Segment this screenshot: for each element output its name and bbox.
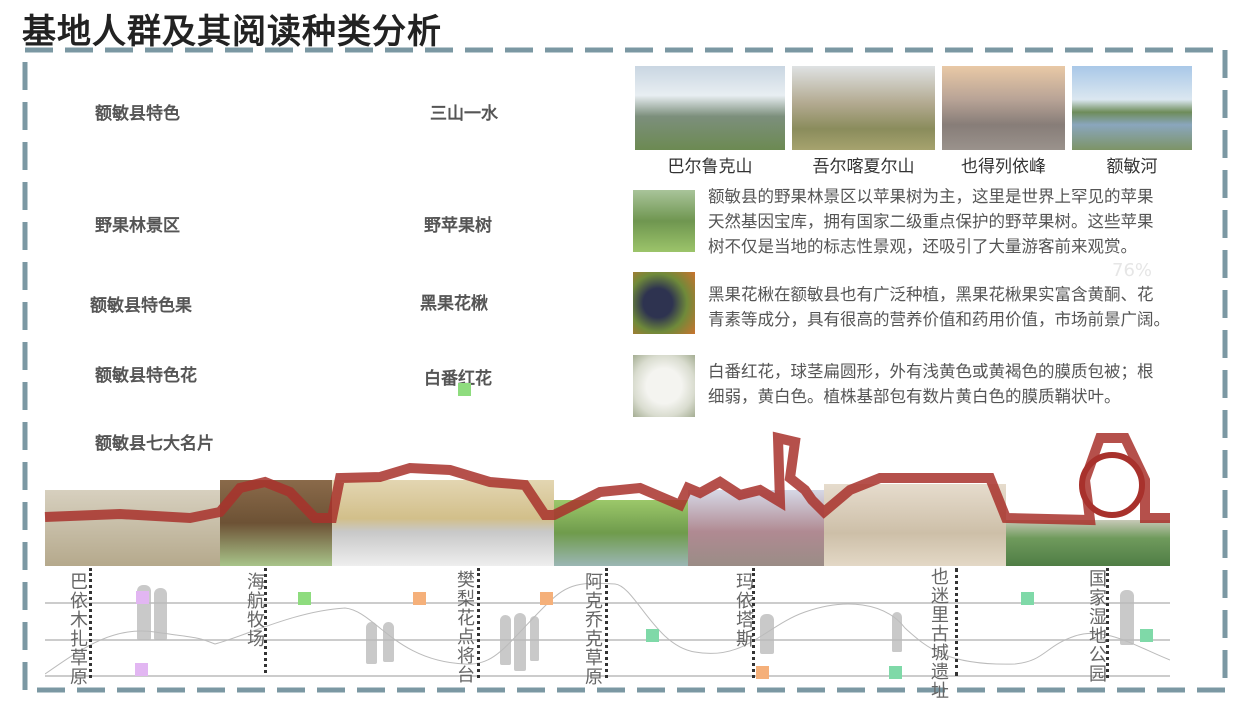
label-mountains: 三山一水 [430, 104, 498, 124]
description-apple: 额敏县的野果林景区以苹果树为主，这里是世界上罕见的苹果 天然基因宝库，拥有国家二… [708, 184, 1154, 259]
pano-ruins [824, 484, 1006, 566]
description-aronia: 黑果花楸在额敏县也有广泛种植，黑果花楸果实富含黄酮、花 青素等成分，具有很高的营… [708, 282, 1170, 332]
thumb-apple-forest [633, 190, 695, 252]
person-silhouette [514, 613, 526, 671]
caption: 也得列依峰 [961, 157, 1046, 177]
orange-marker [413, 592, 426, 605]
green-marker [298, 592, 311, 605]
pano-monument [332, 480, 554, 566]
description-crocus: 白番红花，球茎扁圆形，外有浅黄色或黄褐色的膜质包被；根 细弱，黄白色。植株基部包… [708, 359, 1154, 409]
person-silhouette [1120, 590, 1134, 645]
site-haihang: 海航牧场 [247, 572, 265, 650]
dashed-frame [22, 47, 1228, 693]
label-feature: 额敏县特色 [95, 104, 180, 124]
person-silhouette [154, 588, 167, 640]
site-marker-line [264, 568, 267, 673]
site-marker-line [955, 568, 958, 676]
desc-line: 青素等成分，具有很高的营养价值和药用价值，市场前景广阔。 [708, 310, 1170, 329]
label-wild-apple: 野苹果树 [424, 216, 492, 236]
purple-marker [136, 591, 149, 604]
pano-mountain [688, 490, 824, 566]
green-marker [458, 383, 471, 396]
photo-wuerkaxiaer-mountain [792, 66, 935, 150]
site-marker-line [1106, 568, 1109, 678]
desc-line: 天然基因宝库，拥有国家二级重点保护的野苹果树。这些苹果 [708, 212, 1154, 231]
orange-marker [756, 666, 769, 679]
desc-line: 白番红花，球茎扁圆形，外有浅黄色或黄褐色的膜质包被；根 [708, 362, 1154, 381]
label-fruit: 额敏县特色果 [90, 296, 192, 316]
page-title: 基地人群及其阅读种类分析 [22, 12, 442, 52]
desc-line: 黑果花楸在额敏县也有广泛种植，黑果花楸果实富含黄酮、花 [708, 285, 1154, 304]
site-yemili: 也迷里古城遗址 [931, 567, 949, 702]
caption: 额敏河 [1106, 157, 1158, 177]
teal-marker [1021, 592, 1034, 605]
watermark: 76% [1112, 260, 1153, 281]
person-silhouette [500, 615, 511, 665]
site-mayitasi: 玛依塔斯 [736, 572, 754, 650]
label-flower: 额敏县特色花 [95, 366, 197, 386]
caption: 巴尔鲁克山 [667, 157, 753, 177]
photo-emin-river [1072, 66, 1192, 150]
label-crocus: 白番红花 [424, 369, 492, 389]
site-marker-line [605, 568, 608, 678]
site-fanlihua: 樊梨花点将台 [457, 570, 475, 686]
orange-marker [540, 592, 553, 605]
teal-marker [646, 629, 659, 642]
site-marker-line [477, 568, 480, 678]
photo-barluk-mountain [635, 66, 785, 150]
teal-marker [1140, 629, 1153, 642]
label-wild-fruit-area: 野果林景区 [95, 216, 180, 236]
site-wetland-park: 国家湿地公园 [1089, 569, 1107, 685]
photo-yedelieyi-peak [942, 66, 1065, 150]
desc-line: 额敏县的野果林景区以苹果树为主，这里是世界上罕见的苹果 [708, 187, 1154, 206]
label-aronia: 黑果花楸 [420, 294, 488, 314]
person-silhouette [530, 616, 539, 661]
thumb-crocus [633, 355, 695, 417]
pano-grassland [45, 490, 220, 566]
red-roof-outline [44, 431, 1170, 526]
thumb-aronia [633, 272, 695, 334]
person-silhouette [760, 614, 774, 654]
site-marker-line [752, 568, 755, 678]
caption: 吾尔喀夏尔山 [812, 157, 915, 177]
label-cards: 额敏县七大名片 [95, 434, 214, 454]
desc-line: 树不仅是当地的标志性景观，还吸引了大量游客前来观赏。 [708, 237, 1137, 256]
site-akeqiaoke: 阿克乔克草原 [585, 572, 603, 688]
person-silhouette [383, 622, 394, 662]
pano-wetland [1006, 520, 1170, 566]
person-silhouette [892, 612, 902, 652]
site-marker-line [89, 568, 92, 678]
teal-marker [889, 666, 902, 679]
pano-lake [554, 500, 688, 566]
purple-marker [135, 663, 148, 676]
person-silhouette [366, 622, 377, 664]
desc-line: 细弱，黄白色。植株基部包有数片黄白色的膜质鞘状叶。 [708, 387, 1121, 406]
site-bayimuzha: 巴依木扎草原 [70, 572, 88, 688]
